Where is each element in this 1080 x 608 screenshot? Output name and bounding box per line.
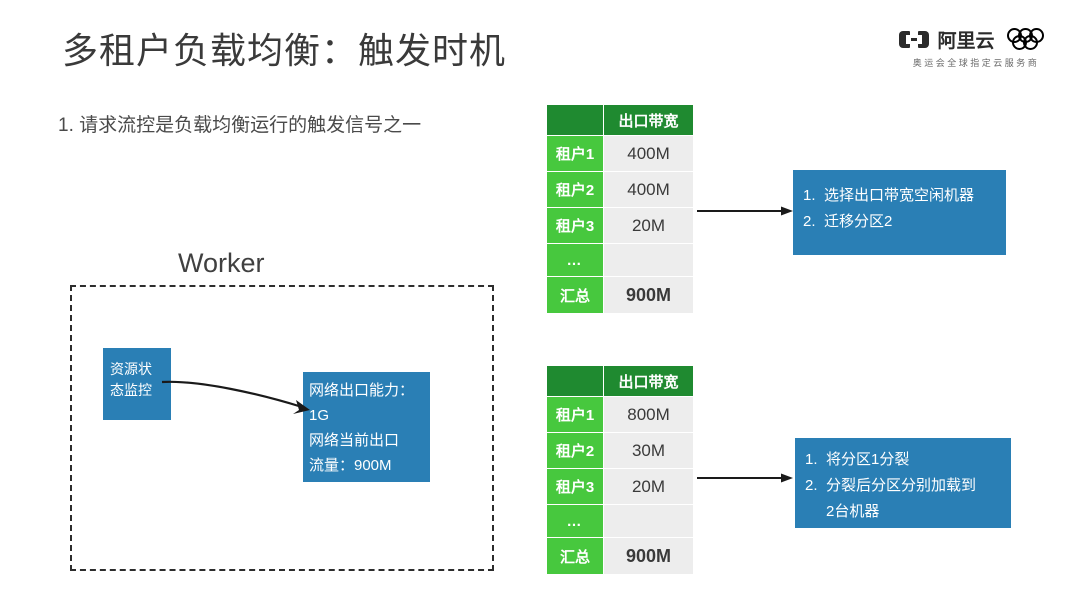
brand-tagline: 奥运会全球指定云服务商	[912, 58, 1040, 68]
callout-2-item-num: 1.	[805, 451, 818, 468]
callout-2-item: 2. 分裂后分区分别加载到	[805, 473, 1011, 499]
table-row-ellipsis: …	[546, 243, 694, 277]
row-value: 900M	[603, 537, 694, 575]
row-label: 租户1	[546, 135, 604, 172]
row-label: …	[546, 243, 604, 277]
callout-1-item-text: 选择出口带宽空闲机器	[824, 187, 975, 204]
table1-to-callout1-arrow	[697, 205, 793, 217]
worker-label: Worker	[178, 248, 265, 278]
netcap-line-1: 网络出口能力：	[309, 382, 415, 399]
row-label: …	[546, 504, 604, 538]
callout-2-item-text: 分裂后分区分别加载到	[826, 477, 977, 494]
table-bandwidth-2: 出口带宽 租户1 800M 租户2 30M 租户3 20M … 汇总 900M	[546, 365, 694, 575]
callout-1-item-text: 迁移分区2	[824, 213, 893, 230]
table-header-bandwidth: 出口带宽	[603, 365, 694, 397]
row-label: 租户2	[546, 432, 604, 469]
row-label: 租户1	[546, 396, 604, 433]
table-row: 租户2 30M	[546, 432, 694, 469]
table-header-blank	[546, 104, 604, 136]
callout-1-item: 2. 迁移分区2	[803, 209, 1006, 235]
table-row: 租户1 800M	[546, 396, 694, 433]
row-value: 900M	[603, 276, 694, 314]
table-row-total: 汇总 900M	[546, 276, 694, 314]
callout-1-item-num: 1.	[803, 187, 816, 204]
table-row-total: 汇总 900M	[546, 537, 694, 575]
netcap-line-3: 网络当前出口	[309, 432, 400, 449]
table2-to-callout2-arrow	[697, 472, 793, 484]
olympic-rings-icon	[1006, 28, 1053, 50]
worker-dashed-container	[70, 285, 494, 571]
table-row: 租户1 400M	[546, 135, 694, 172]
row-label: 汇总	[546, 276, 604, 314]
table-header-bandwidth: 出口带宽	[603, 104, 694, 136]
table-row-ellipsis: …	[546, 504, 694, 538]
callout-1-list: 1. 选择出口带宽空闲机器 2. 迁移分区2	[803, 183, 1006, 235]
row-value: 400M	[603, 171, 694, 208]
netcap-line-2: 1G	[309, 407, 330, 424]
table-row: 租户3 20M	[546, 207, 694, 244]
row-label: 租户3	[546, 468, 604, 505]
table-header-row: 出口带宽	[546, 104, 694, 136]
row-label: 租户3	[546, 207, 604, 244]
row-value	[603, 504, 694, 538]
table-header-blank	[546, 365, 604, 397]
bullet-point-1: 1. 请求流控是负载均衡运行的触发信号之一	[58, 115, 422, 136]
callout-2-item-continuation: 2台机器	[826, 503, 880, 520]
row-value: 20M	[603, 207, 694, 244]
callout-2-item: 1. 将分区1分裂	[805, 447, 1011, 473]
callout-1-item: 1. 选择出口带宽空闲机器	[803, 183, 1006, 209]
aliyun-mark-icon	[899, 30, 930, 48]
row-value: 20M	[603, 468, 694, 505]
row-label: 汇总	[546, 537, 604, 575]
callout-1-item-num: 2.	[803, 213, 816, 230]
callout-2-list: 1. 将分区1分裂 2. 分裂后分区分别加载到 2台机器	[805, 447, 1011, 525]
row-label: 租户2	[546, 171, 604, 208]
brand-logo: 阿里云 奥运会全球指定云服务商	[890, 26, 1062, 74]
callout-2-item-text: 将分区1分裂	[826, 451, 910, 468]
page-title: 多租户负载均衡：触发时机	[62, 30, 507, 71]
table-row: 租户2 400M	[546, 171, 694, 208]
callout-2: 1. 将分区1分裂 2. 分裂后分区分别加载到 2台机器	[795, 438, 1011, 528]
brand-name: 阿里云	[937, 30, 995, 52]
netcap-line-4: 流量：900M	[309, 457, 392, 474]
resource-monitor-box: 资源状态监控	[103, 348, 171, 420]
row-value: 30M	[603, 432, 694, 469]
row-value: 400M	[603, 135, 694, 172]
table-header-row: 出口带宽	[546, 365, 694, 397]
brand-logo-row: 阿里云	[899, 26, 1052, 52]
row-value: 800M	[603, 396, 694, 433]
callout-1: 1. 选择出口带宽空闲机器 2. 迁移分区2	[793, 170, 1006, 255]
table-row: 租户3 20M	[546, 468, 694, 505]
network-capacity-box: 网络出口能力： 1G 网络当前出口 流量：900M	[303, 372, 430, 482]
monitor-to-capacity-arrow	[160, 376, 320, 416]
table-bandwidth-1: 出口带宽 租户1 400M 租户2 400M 租户3 20M … 汇总 900	[546, 104, 694, 314]
callout-2-item-num: 2.	[805, 477, 818, 494]
row-value	[603, 243, 694, 277]
